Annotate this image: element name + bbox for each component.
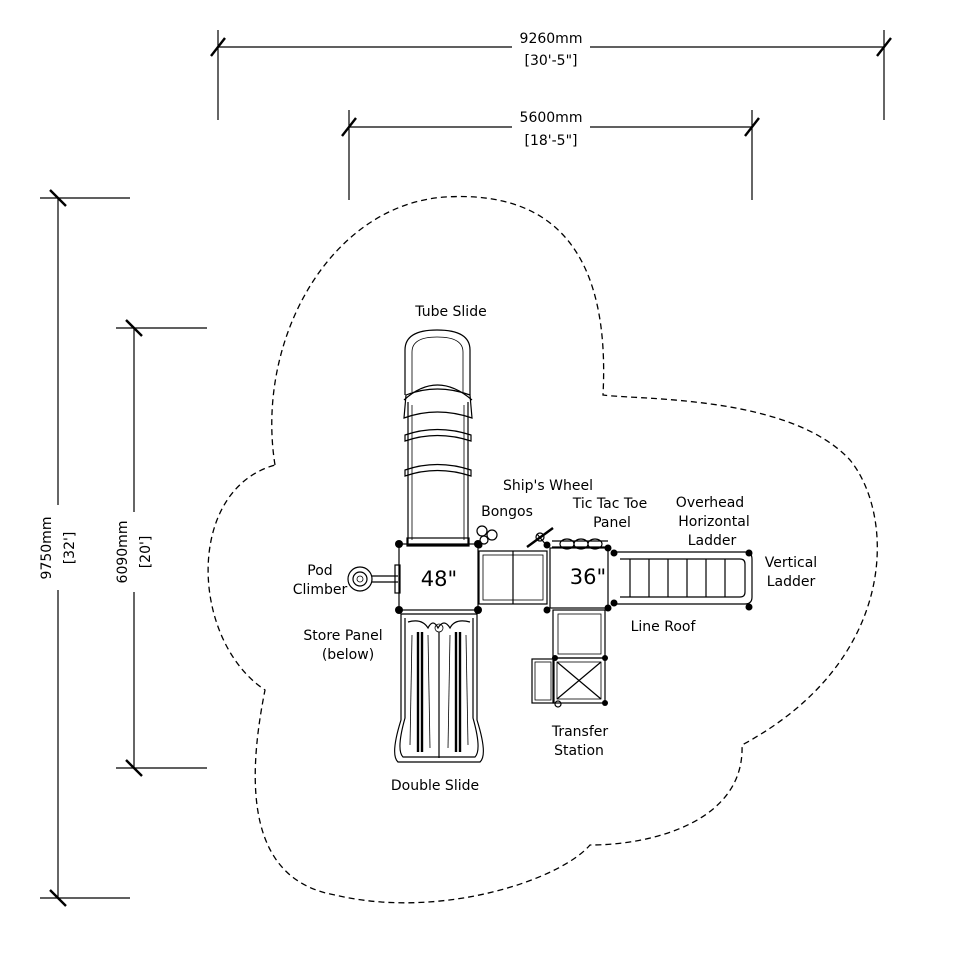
structure-depth-ft: [20']: [138, 536, 154, 569]
double-slide-label: Double Slide: [391, 778, 479, 794]
overall-width-ft: [30'-5"]: [525, 53, 578, 69]
vertical-ladder-label-1: Vertical: [765, 555, 817, 571]
overhead-horizontal-ladder: [610, 549, 753, 611]
tube-slide-label: Tube Slide: [414, 304, 486, 320]
pod-climber: [347, 564, 401, 594]
deck-36: [549, 544, 612, 612]
use-zone-boundary: [207, 195, 878, 904]
overhead-label-2: Horizontal: [678, 514, 749, 530]
pod-climber-label-2: Climber: [293, 582, 348, 598]
pod-climber-label-1: Pod: [307, 563, 332, 579]
tic-tac-toe-panel: [552, 538, 608, 550]
dimension-structure-depth: 6090mm [20']: [112, 319, 207, 777]
overhead-label-1: Overhead: [676, 495, 744, 511]
overall-width-mm: 9260mm: [520, 31, 583, 47]
bridge-walkway: [475, 541, 551, 614]
dimension-overall-depth: 9750mm [32']: [36, 189, 130, 907]
ships-wheel-label: Ship's Wheel: [503, 478, 593, 494]
tube-slide: [403, 329, 473, 547]
transfer-station: [531, 609, 608, 708]
deck-48-label: 48": [421, 567, 457, 591]
dimension-overall-width: 9260mm [30'-5"]: [210, 28, 892, 120]
structure-depth-mm: 6090mm: [115, 521, 131, 584]
double-slide: [394, 613, 484, 763]
store-panel-label-2: (below): [322, 647, 374, 663]
store-panel-label-1: Store Panel: [303, 628, 382, 644]
tic-tac-toe-label-2: Panel: [593, 515, 631, 531]
bongos: [476, 525, 498, 545]
dimension-structure-width: 5600mm [18'-5"]: [341, 108, 760, 200]
ships-wheel: [526, 527, 554, 548]
vertical-ladder-label-2: Ladder: [767, 574, 816, 590]
transfer-station-label-2: Station: [554, 743, 604, 759]
bongos-label: Bongos: [481, 504, 533, 520]
structure-width-ft: [18'-5"]: [525, 133, 578, 149]
overall-depth-ft: [32']: [62, 532, 78, 565]
structure-width-mm: 5600mm: [520, 110, 583, 126]
tic-tac-toe-label-1: Tic Tac Toe: [572, 496, 647, 512]
overall-depth-mm: 9750mm: [39, 517, 55, 580]
transfer-station-label-1: Transfer: [551, 724, 609, 740]
line-roof-label: Line Roof: [631, 619, 697, 635]
overhead-label-3: Ladder: [688, 533, 737, 549]
deck-36-label: 36": [570, 565, 606, 589]
